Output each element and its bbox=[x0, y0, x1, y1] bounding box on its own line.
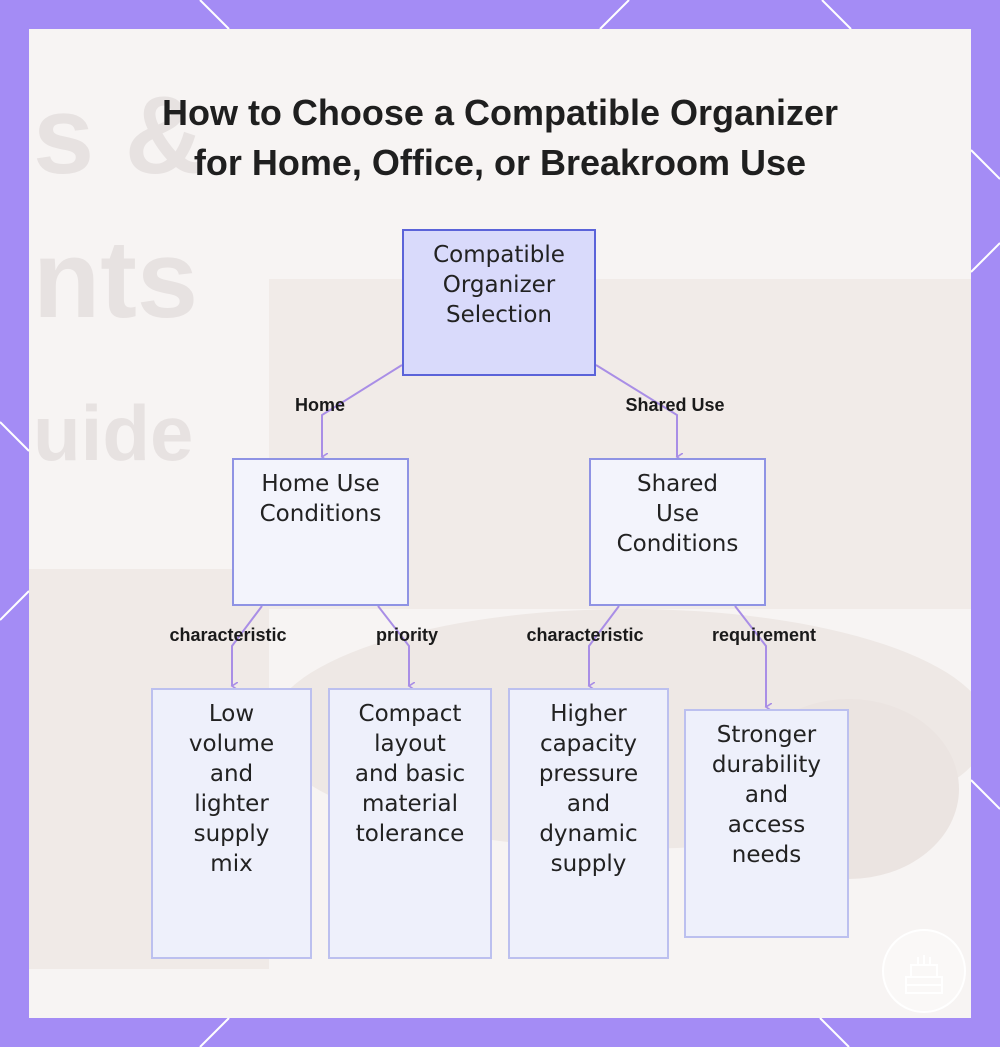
background-text: s & bbox=[33, 74, 205, 197]
node-stronger-durability: Stronger durability and access needs bbox=[684, 709, 849, 938]
edge-home-priority bbox=[377, 605, 409, 686]
edge-label-shared-use: Shared Use bbox=[625, 395, 725, 415]
node-compatible-organizer-selection: Compatible Organizer Selection bbox=[402, 229, 596, 376]
title-line-2: for Home, Office, or Breakroom Use bbox=[193, 142, 807, 183]
node-low-volume: Low volume and lighter supply mix bbox=[151, 688, 312, 959]
edge-label-characteristic: characteristic bbox=[169, 625, 287, 645]
background-text: nts bbox=[33, 218, 198, 341]
edge-home-char bbox=[232, 605, 263, 686]
edge-label-priority: priority bbox=[375, 625, 439, 645]
node-home-use-conditions: Home Use Conditions bbox=[232, 458, 409, 606]
node-higher-capacity: Higher capacity pressure and dynamic sup… bbox=[508, 688, 669, 959]
edge-label-characteristic: characteristic bbox=[526, 625, 644, 645]
edge-shared-char bbox=[589, 605, 620, 686]
edge-root-shared bbox=[595, 364, 677, 457]
edge-root-home bbox=[322, 364, 403, 457]
node-compact-layout: Compact layout and basic material tolera… bbox=[328, 688, 492, 959]
background-text: uide bbox=[33, 389, 194, 477]
title-line-1: How to Choose a Compatible Organizer bbox=[161, 92, 839, 133]
cake-logo-icon bbox=[882, 929, 966, 1013]
edge-label-home: Home bbox=[294, 395, 346, 415]
edge-label-requirement: requirement bbox=[711, 625, 817, 645]
node-shared-use-conditions: Shared Use Conditions bbox=[589, 458, 766, 606]
page-title: How to Choose a Compatible Organizer for… bbox=[0, 88, 1000, 188]
edge-shared-req bbox=[734, 605, 766, 707]
